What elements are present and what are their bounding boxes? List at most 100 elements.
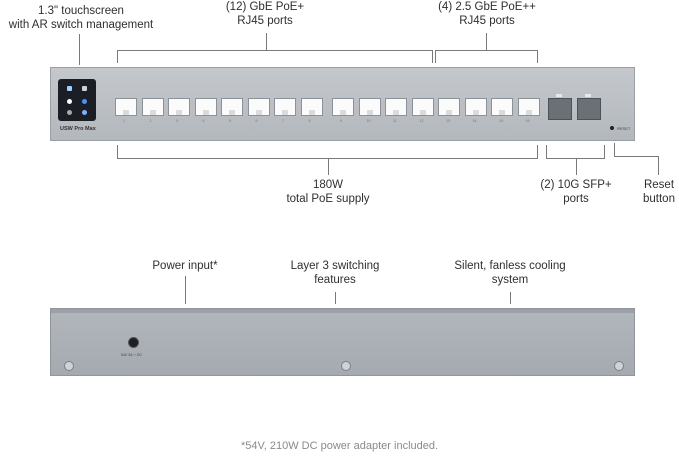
port-number-label: 7 [282,119,284,123]
power-connector[interactable] [128,337,139,348]
screen-icon-f [82,110,87,115]
power-input-label: Power input* [152,260,218,272]
cooling-label: Silent, fanless cooling system [454,260,566,286]
sfp-bracket-bar [546,158,605,159]
rj45-port-notch [255,110,262,115]
sfp-port-1[interactable] [548,98,572,120]
rj45-port-notch [393,110,399,115]
screw-center-icon [341,361,351,371]
rj45-port-3[interactable] [168,98,190,116]
rj45-port-7[interactable] [274,98,296,116]
port-number-label: 8 [308,119,311,123]
port-number-label: 6 [255,119,258,123]
screw-right-icon [614,361,624,371]
sfp-bracket-stem [576,158,577,175]
rj45-port-notch [525,110,532,115]
footnote: *54V, 210W DC power adapter included. [240,440,439,452]
screen-icon-b [82,86,87,91]
rear-top-strip [51,309,634,313]
poe-bracket-bar [117,158,538,159]
poe-supply-label: 180W total PoE supply [286,179,370,205]
screen-icon-e [67,110,72,115]
rj45-port-4[interactable] [194,98,217,116]
touchscreen[interactable] [58,79,96,121]
rj45-port-notch [123,110,129,115]
port-number-label: 12 [419,119,424,123]
screen-icon-a [67,86,72,91]
port-number-label: 4 [202,119,205,123]
port-number-label: 2 [149,119,152,123]
model-name: USW Pro Max [60,126,96,132]
power-input-leader [185,276,186,304]
rj45-port-6[interactable] [247,98,270,116]
touchscreen-leader [79,34,80,65]
rj45-port-10[interactable] [358,98,381,116]
reset-button[interactable] [610,126,614,130]
port-number-label: 14 [472,119,477,123]
port-number-label: 3 [176,119,178,123]
rj45-port-notch [308,110,315,115]
reset-leader-down [614,143,615,156]
rj45-port-notch [499,110,505,115]
rj45-port-notch [419,110,426,115]
rj45-port-14[interactable] [464,98,487,116]
touchscreen-label: 1.3" touchscreen with AR switch manageme… [8,5,154,31]
cooling-leader [510,292,511,304]
rj45-port-notch [176,110,182,115]
rj45-port-notch [340,110,346,115]
port-number-label: 10 [366,119,371,123]
ge25-ports-label: (4) 2.5 GbE PoE++ RJ45 ports [438,1,536,27]
rj45-port-notch [446,110,452,115]
layer3-label: Layer 3 switching features [290,260,380,286]
layer3-leader [335,292,336,304]
rj45-port-16[interactable] [517,98,540,116]
screw-left-icon [64,361,74,371]
sfp-bracket-right [604,145,605,158]
rj45-port-notch [472,110,479,115]
power-spec-text: 54V 3A ⎓ DC [121,353,143,357]
sfp-bracket-left [546,145,547,158]
rj45-port-8[interactable] [300,98,323,116]
ge25-bracket-right [537,50,538,63]
rj45-port-13[interactable] [438,98,460,116]
screen-icon-c [67,99,72,104]
rj45-port-15[interactable] [491,98,513,116]
port-number-label: 13 [446,119,450,123]
sfp-led-1 [556,94,562,97]
rj45-port-11[interactable] [385,98,407,116]
sfp-port-2[interactable] [577,98,601,120]
reset-text: RESET [617,126,631,131]
port-number-label: 11 [393,119,397,123]
port-number-label: 5 [229,119,231,123]
screen-icon-d [82,99,87,104]
rj45-port-2[interactable] [141,98,164,116]
switch-rear-chassis: 54V 3A ⎓ DC [50,308,635,376]
gbe-bracket-bar [117,50,433,51]
rj45-port-9[interactable] [332,98,354,116]
rj45-port-notch [229,110,235,115]
sfp-led-2 [585,94,591,97]
port-number-label: 1 [123,119,125,123]
rj45-port-notch [282,110,288,115]
poe-bracket-stem [328,158,329,175]
ge25-bracket-left [435,50,436,63]
reset-label: Reset button [643,179,675,205]
gbe-bracket-right [432,50,433,63]
port-number-label: 9 [340,119,342,123]
rj45-port-notch [149,110,156,115]
gbe-ports-label: (12) GbE PoE+ RJ45 ports [225,1,305,27]
poe-bracket-left [117,145,118,158]
sfp-ports-label: (2) 10G SFP+ ports [540,179,612,205]
rj45-port-12[interactable] [411,98,434,116]
reset-leader-stem [658,156,659,175]
rj45-port-1[interactable] [115,98,137,116]
ge25-bracket-bar [435,50,538,51]
ge25-bracket-stem [486,33,487,50]
rj45-port-notch [366,110,373,115]
rj45-port-5[interactable] [221,98,243,116]
gbe-bracket-stem [266,33,267,50]
port-number-label: 16 [525,119,530,123]
poe-bracket-right [537,145,538,158]
